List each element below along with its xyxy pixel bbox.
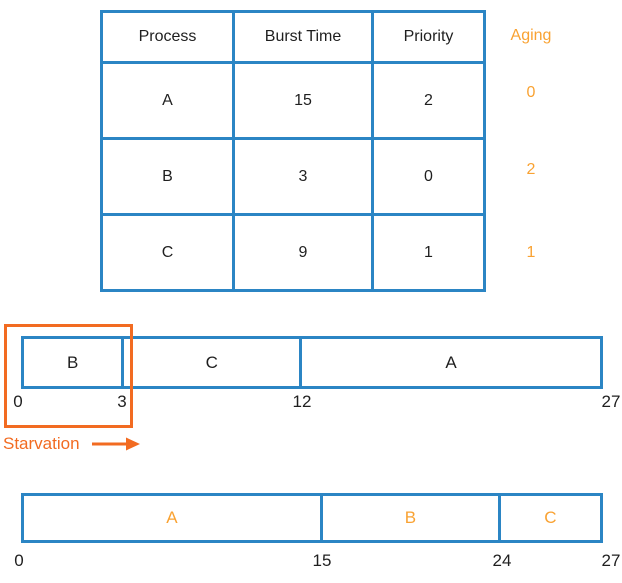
gantt-segment-b: B	[323, 496, 501, 540]
gantt2-tick-0: 0	[14, 551, 24, 570]
gantt1-tick-27: 27	[601, 392, 621, 411]
col-header-process: Process	[100, 10, 235, 64]
gantt-segment-c: C	[501, 496, 600, 540]
segment-label: A	[166, 508, 178, 527]
segment-label: A	[445, 352, 457, 372]
gantt-segment-a: A	[24, 496, 323, 540]
segment-label: B	[66, 352, 79, 372]
col-header-priority: Priority	[371, 10, 486, 64]
cell-process-b: B	[100, 137, 235, 216]
starvation-label: Starvation	[3, 434, 80, 453]
table-header-row: Process Burst Time Priority	[100, 10, 486, 64]
gantt2-tick-15: 15	[312, 551, 332, 570]
gantt-segment-a: A	[302, 339, 600, 386]
gantt-segment-b: B	[24, 339, 125, 386]
cell-process-c: C	[100, 213, 235, 292]
table-row: C 9 1	[100, 213, 486, 292]
starvation-highlight-box	[4, 324, 133, 428]
cell-burst-c: 9	[232, 213, 374, 292]
aging-column-label: Aging	[510, 27, 552, 44]
gantt-segment-c: C	[124, 339, 303, 386]
gantt1-tick-0: 0	[13, 392, 23, 411]
cell-priority-a: 2	[371, 61, 486, 140]
cell-priority-b: 0	[371, 137, 486, 216]
process-table: Process Burst Time Priority A 15 2 B 3 0…	[100, 10, 486, 292]
aging-value-a: 0	[526, 84, 536, 101]
segment-label: C	[205, 352, 218, 372]
gantt2-tick-24: 24	[492, 551, 512, 570]
table-row: A 15 2	[100, 61, 486, 140]
table-row: B 3 0	[100, 137, 486, 216]
segment-label: C	[544, 508, 557, 527]
segment-label: B	[404, 508, 417, 527]
aging-value-b: 2	[526, 161, 536, 178]
gantt1-tick-3: 3	[117, 392, 127, 411]
gantt1-tick-12: 12	[292, 392, 312, 411]
aging-value-c: 1	[526, 244, 536, 261]
cell-priority-c: 1	[371, 213, 486, 292]
cell-burst-b: 3	[232, 137, 374, 216]
gantt-chart-no-aging: B C A	[21, 336, 603, 389]
gantt2-tick-27: 27	[601, 551, 621, 570]
cell-process-a: A	[100, 61, 235, 140]
right-arrow-icon	[92, 437, 140, 451]
cell-burst-a: 15	[232, 61, 374, 140]
gantt-chart-with-aging: A B C	[21, 493, 603, 543]
col-header-burst-time: Burst Time	[232, 10, 374, 64]
